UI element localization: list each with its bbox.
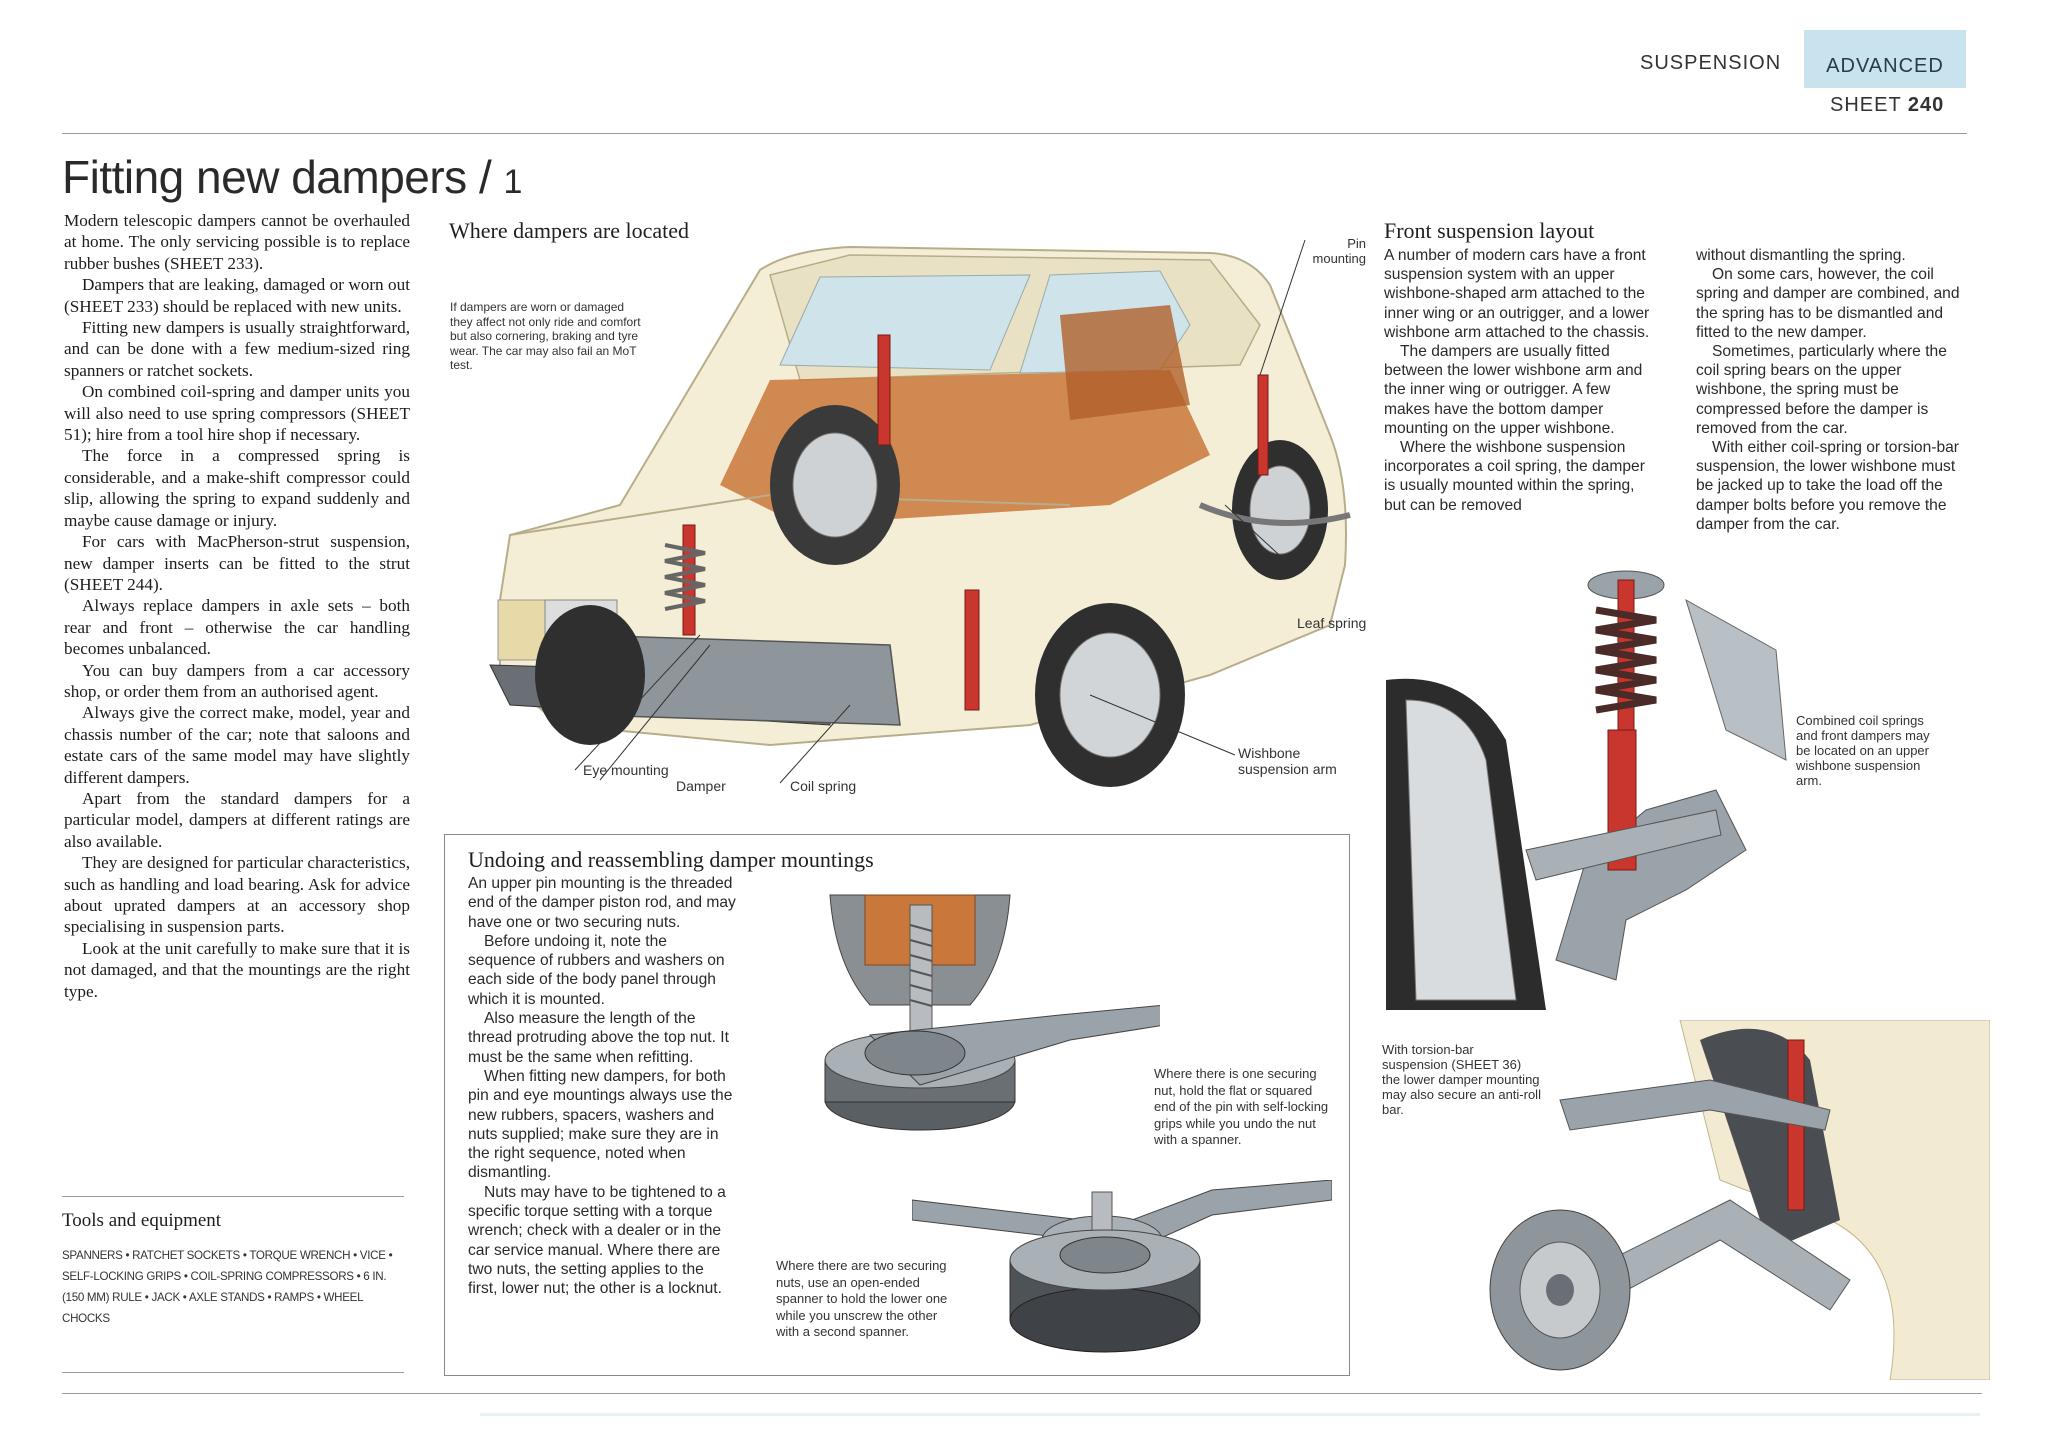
two-nuts-illustration (912, 1180, 1332, 1353)
article-paragraph: Modern telescopic dampers cannot be over… (64, 211, 410, 273)
article-paragraph: Look at the unit carefully to make sure … (64, 938, 410, 1001)
section-label: SUSPENSION (1640, 52, 1782, 74)
article-paragraph: Always replace dampers in axle sets – bo… (64, 596, 410, 659)
bottom-divider (62, 1393, 1982, 1394)
label-pin-mounting: Pin mounting (1312, 236, 1366, 266)
article-paragraph: You can buy dampers from a car accessory… (64, 660, 410, 701)
sheet-number: SHEET 240 (1830, 94, 1944, 117)
location-caption: If dampers are worn or damaged they affe… (450, 300, 641, 372)
tools-list: SPANNERS • RATCHET SOCKETS • TORQUE WREN… (62, 1249, 393, 1325)
undo-heading: Undoing and reassembling damper mounting… (468, 847, 874, 872)
level-tab: ADVANCED (1804, 30, 1966, 88)
front-paragraph: Sometimes, particularly where the coil s… (1696, 343, 1947, 437)
label-eye-mounting: Eye mounting (583, 762, 669, 778)
undo-paragraph: Nuts may have to be tightened to a speci… (468, 1183, 726, 1298)
page-title: Fitting new dampers / 1 (62, 150, 522, 204)
article-paragraph: The force in a compressed spring is cons… (64, 446, 410, 530)
undo-body: An upper pin mounting is the threaded en… (468, 874, 736, 1299)
front-paragraph: without dismantling the spring. (1696, 247, 1906, 264)
undo-paragraph: An upper pin mounting is the threaded en… (468, 875, 736, 931)
article-paragraph: Fitting new dampers is usually straightf… (64, 318, 410, 380)
top-divider (62, 133, 1967, 134)
front-paragraph: Where the wishbone suspension incorporat… (1384, 439, 1645, 514)
article-paragraph: Always give the correct make, model, yea… (64, 703, 410, 787)
tools-heading: Tools and equipment (62, 1210, 222, 1231)
front-suspension-col2: without dismantling the spring. On some … (1696, 246, 1974, 534)
front-suspension-heading: Front suspension layout (1384, 218, 1595, 243)
single-nut-illustration (824, 894, 1160, 1131)
torsion-bar-suspension-illustration (1489, 1020, 1990, 1380)
front-paragraph: A number of modern cars have a front sus… (1384, 247, 1650, 341)
sheet-label: SHEET (1830, 94, 1902, 116)
sheet-value: 240 (1907, 94, 1945, 116)
single-nut-caption: Where there is one securing nut, hold th… (1154, 1066, 1329, 1147)
undo-paragraph: Also measure the length of the thread pr… (468, 1010, 729, 1066)
tools-divider (62, 1196, 404, 1197)
front-suspension-col1: A number of modern cars have a front sus… (1384, 246, 1656, 515)
article-body: Modern telescopic dampers cannot be over… (64, 210, 410, 1002)
label-coil-spring: Coil spring (790, 778, 857, 794)
label-damper: Damper (676, 778, 726, 794)
article-paragraph: Dampers that are leaking, damaged or wor… (64, 275, 410, 316)
title-main: Fitting new dampers (62, 151, 467, 203)
article-paragraph: Apart from the standard dampers for a pa… (64, 788, 410, 851)
coil-spring-suspension-illustration (1386, 570, 1787, 1010)
label-leaf-spring: Leaf spring (1297, 615, 1367, 631)
two-nuts-caption: Where there are two securing nuts, use a… (776, 1258, 948, 1339)
location-heading: Where dampers are located (449, 218, 690, 243)
label-wishbone: Wishbone suspension arm (1238, 745, 1337, 777)
front-paragraph: On some cars, however, the coil spring a… (1696, 266, 1960, 341)
tools-bottom-divider (62, 1372, 404, 1373)
car-cutaway-illustration (489, 239, 1351, 787)
coil-spring-caption: Combined coil springs and front dampers … (1796, 713, 1930, 788)
bottom-tint-bar (480, 1413, 1980, 1416)
undo-paragraph: Before undoing it, note the sequence of … (468, 932, 725, 1008)
undo-section-box (444, 834, 1350, 1376)
torsion-bar-caption: With torsion-bar suspension (SHEET 36) t… (1382, 1042, 1541, 1117)
front-paragraph: With either coil-spring or torsion-bar s… (1696, 439, 1959, 533)
article-paragraph: On combined coil-spring and damper units… (64, 382, 410, 445)
front-paragraph: The dampers are usually fitted between t… (1384, 343, 1643, 437)
article-paragraph: For cars with MacPherson-strut suspensio… (64, 532, 410, 594)
title-part: 1 (503, 163, 523, 201)
undo-paragraph: When fitting new dampers, for both pin a… (468, 1067, 733, 1182)
title-separator: / (466, 151, 504, 203)
article-paragraph: They are designed for particular charact… (64, 853, 410, 937)
